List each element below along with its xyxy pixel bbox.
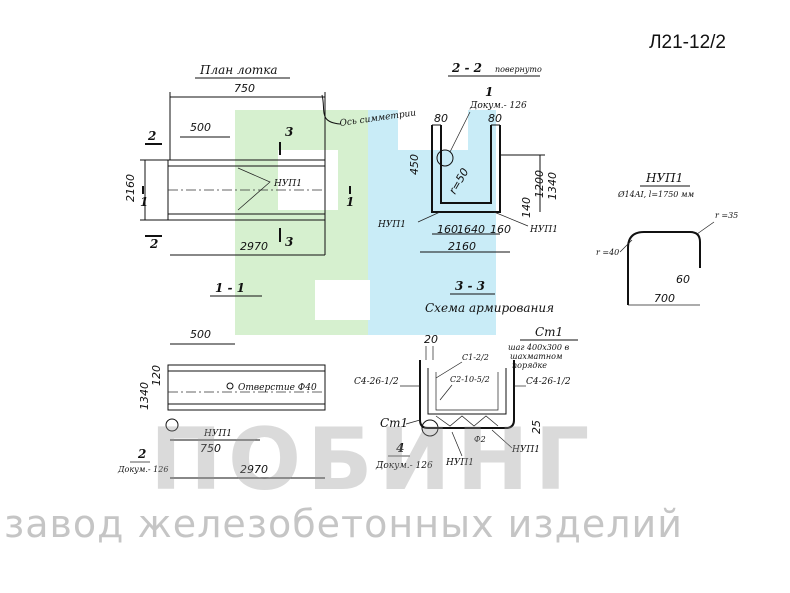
callout-2: 2 <box>137 447 146 461</box>
mark-st1-left: Ст1 <box>380 416 408 430</box>
pitch-1: шаг 400х300 в <box>508 343 570 352</box>
cut3-bottom: 3 <box>285 235 293 249</box>
dim-11-1340: 1340 <box>138 382 151 410</box>
plan-title: План лотка <box>199 63 278 77</box>
nup1-60: 60 <box>676 273 690 286</box>
mark-f2: Ф2 <box>474 435 486 444</box>
mark-c4-left: С4-26-1/2 <box>354 377 399 387</box>
dim-22-2160: 2160 <box>448 240 476 253</box>
pitch-3: порядке <box>512 361 547 370</box>
sheet-code: Л21-12/2 <box>649 32 726 53</box>
watermark-brand: ПОБИНГ <box>150 410 596 510</box>
section-3-3: 3 - 3 Схема армирования 20 Ст1 шаг 400х3… <box>354 279 578 471</box>
doc126-a: Докум.- 126 <box>469 101 527 111</box>
mark-nup1-33-a: НУП1 <box>511 445 540 455</box>
watermark-tagline: завод железобетонных изделий <box>4 502 683 546</box>
detail-2-circle <box>165 418 179 432</box>
nup1-700: 700 <box>654 292 675 305</box>
mark-nup1-22-right: НУП1 <box>529 225 558 235</box>
mark-c1: С1-2/2 <box>462 353 489 362</box>
section-3-3-title: 3 - 3 <box>455 279 485 293</box>
hole-label: Отверстие Ф40 <box>238 383 317 393</box>
nup1-r35: r =35 <box>715 211 738 220</box>
dim-plan-500: 500 <box>190 121 211 134</box>
mark-nup1-plan: НУП1 <box>273 179 302 189</box>
dim-plan-2160: 2160 <box>124 174 137 202</box>
callout-1: 1 <box>485 85 493 99</box>
loop-detail-circle <box>436 149 454 167</box>
dim-33-25: 25 <box>530 420 543 434</box>
dim-11-750: 750 <box>200 442 221 455</box>
dim-22-160b: 160 <box>490 223 511 236</box>
dim-plan-2970: 2970 <box>240 240 268 253</box>
mark-nup1-11: НУП1 <box>203 429 232 439</box>
mark-c4-right: С4-26-1/2 <box>526 377 571 387</box>
doc126-c: Докум.- 126 <box>375 461 433 471</box>
section-2-2: 2 - 2 повернуто 1 Докум.- 126 80 80 450 … <box>377 61 559 253</box>
dim-22-1340: 1340 <box>546 172 559 200</box>
dim-11-120: 120 <box>150 365 163 386</box>
cut1-right: 1 <box>346 195 354 209</box>
dim-22-1200: 1200 <box>533 170 546 198</box>
nup1-title: НУП1 <box>645 171 683 185</box>
dim-22-140: 140 <box>520 197 533 218</box>
dim-22-80a: 80 <box>434 112 448 125</box>
callout-4: 4 <box>396 441 404 455</box>
section-2-2-note: повернуто <box>495 65 542 74</box>
dim-22-1640: 1640 <box>457 223 485 236</box>
cut2-bottom: 2 <box>149 237 158 251</box>
dim-22-160a: 160 <box>437 223 458 236</box>
section-1-1-title: 1 - 1 <box>215 281 245 295</box>
logo-cutout-bottom <box>315 280 370 320</box>
section-3-3-subtitle: Схема армирования <box>425 301 554 315</box>
nup1-r40: r =40 <box>596 248 619 257</box>
dim-22-80b: 80 <box>488 112 502 125</box>
hole-marker <box>226 382 234 390</box>
nup1-spec: Ø14AI, l=1750 мм <box>617 190 695 199</box>
dim-22-450: 450 <box>408 154 421 175</box>
pitch-2: шахматном <box>510 352 563 361</box>
cut3-top: 3 <box>285 125 293 139</box>
doc126-b: Докум.- 126 <box>117 465 168 474</box>
nup1-detail: НУП1 Ø14AI, l=1750 мм r =35 r =40 60 700 <box>596 171 738 306</box>
section-2-2-title: 2 - 2 <box>451 61 482 75</box>
cut1-left: 1 <box>140 195 148 209</box>
mark-c2: С2-10-5/2 <box>450 375 490 384</box>
mark-st1-top: Ст1 <box>535 325 563 339</box>
cut2-top: 2 <box>147 129 156 143</box>
dim-plan-750: 750 <box>234 82 255 95</box>
dim-11-2970: 2970 <box>240 463 268 476</box>
detail-4-circle <box>421 419 439 437</box>
dim-11-500: 500 <box>190 328 211 341</box>
section-1-1: 1 - 1 500 1340 120 Отверстие Ф40 НУП1 75… <box>117 281 326 479</box>
dim-33-20: 20 <box>424 333 438 346</box>
mark-nup1-22-left: НУП1 <box>377 220 406 230</box>
mark-nup1-33-b: НУП1 <box>445 458 474 468</box>
